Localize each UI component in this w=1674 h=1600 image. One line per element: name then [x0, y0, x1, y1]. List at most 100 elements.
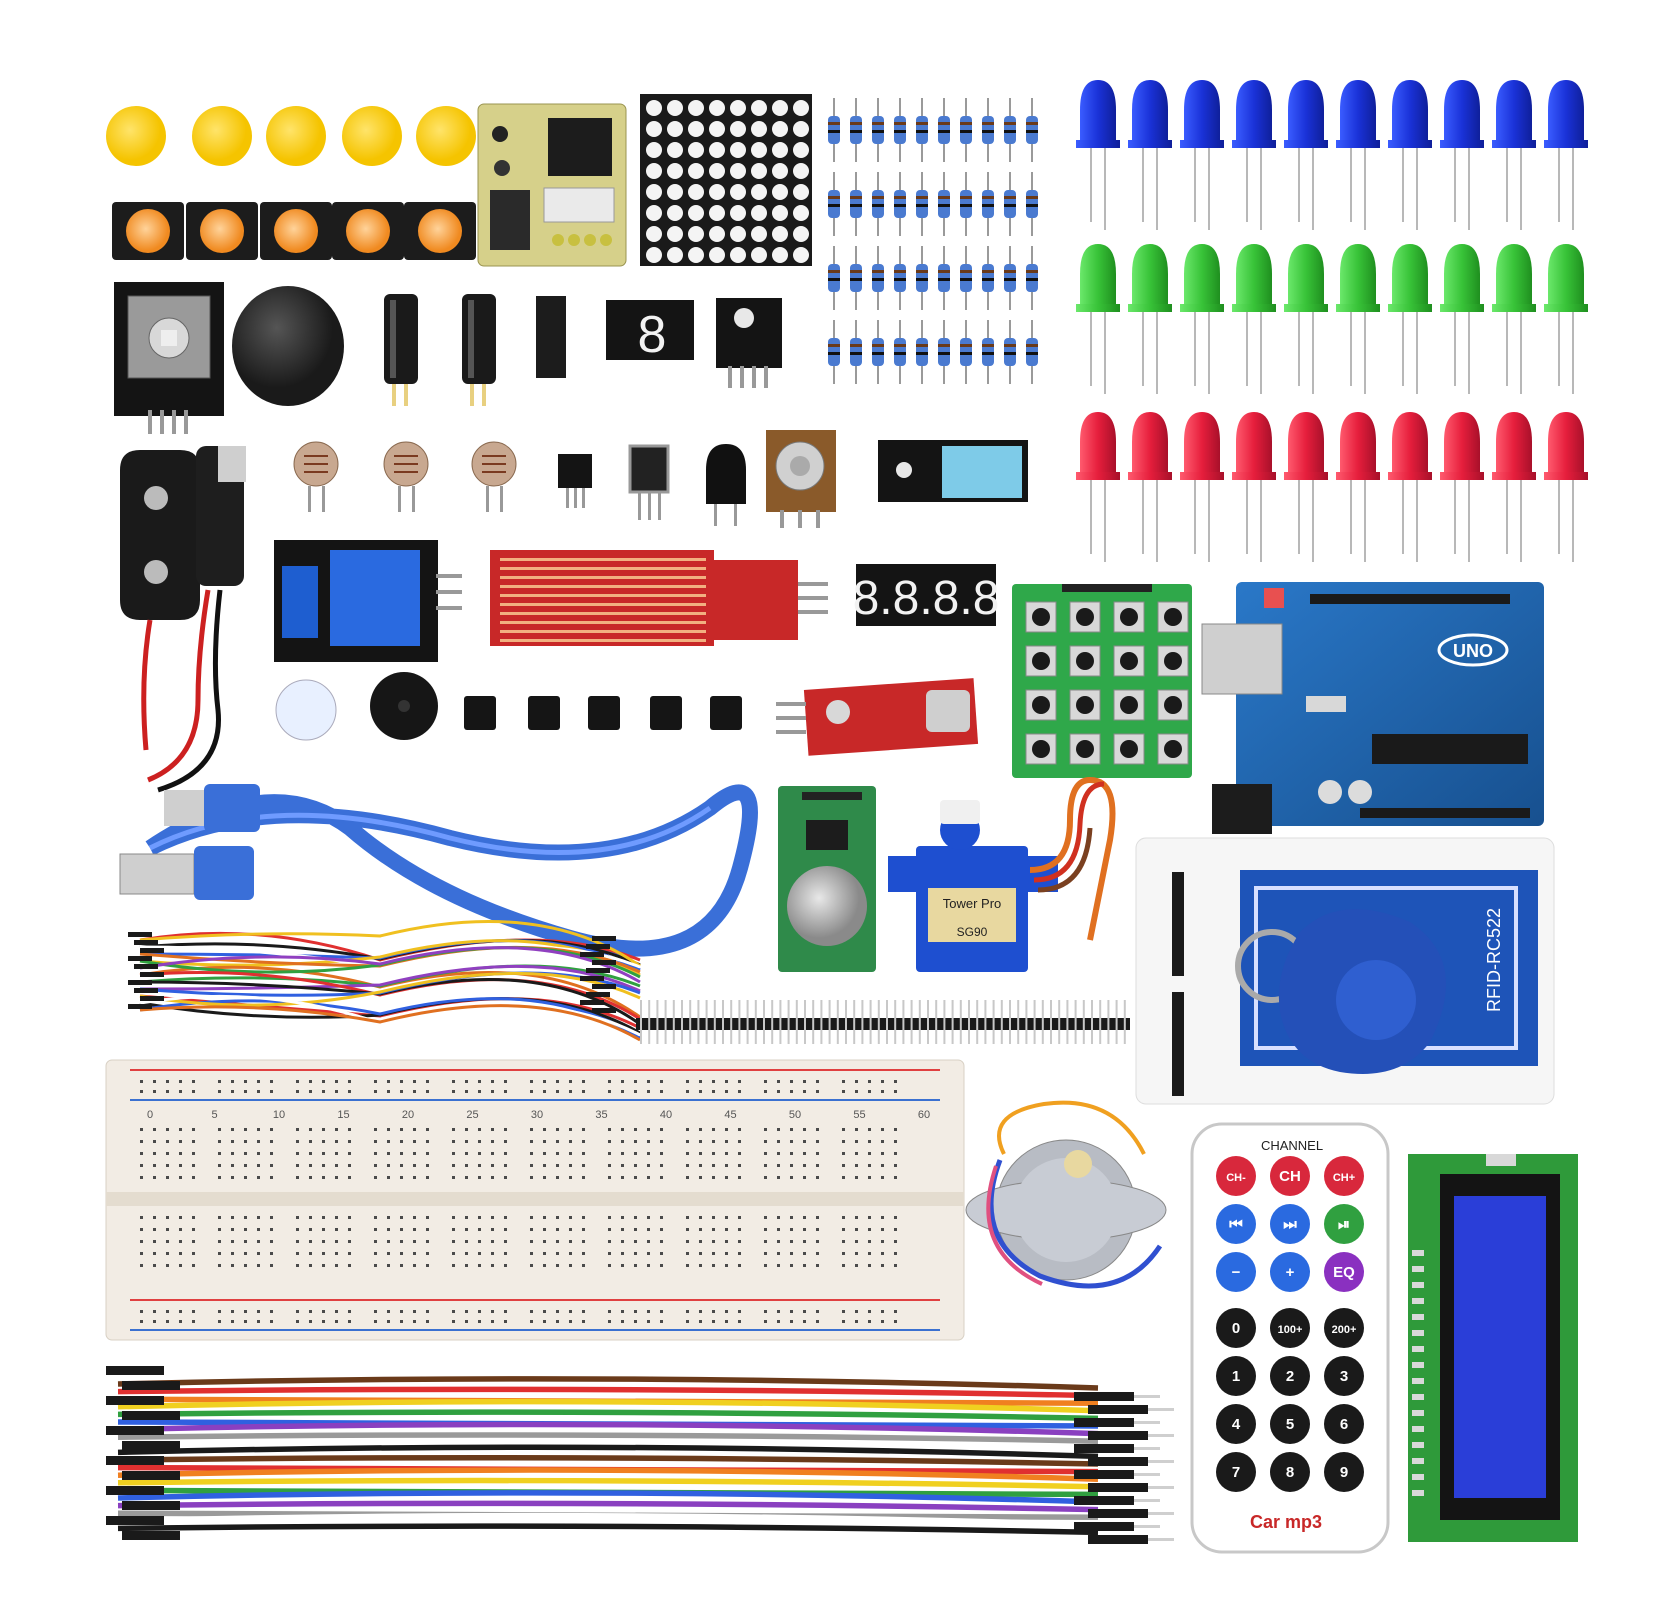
- bb-hole: [413, 1080, 416, 1083]
- header-pin: [1041, 1000, 1044, 1044]
- bb-hole: [426, 1240, 429, 1243]
- bb-hole: [400, 1240, 403, 1243]
- ribbon-wire: [117, 1398, 1099, 1414]
- bb-hole: [244, 1164, 247, 1167]
- bb-hole: [530, 1080, 533, 1083]
- bb-hole: [790, 1252, 793, 1255]
- svg-text:100+: 100+: [1278, 1324, 1303, 1336]
- bb-hole: [530, 1140, 533, 1143]
- bb-hole: [387, 1310, 390, 1313]
- remote-key: CH+: [1324, 1156, 1364, 1196]
- bb-hole: [296, 1264, 299, 1267]
- bb-hole: [465, 1310, 468, 1313]
- bb-hole: [179, 1264, 182, 1267]
- jumper-cap: [528, 696, 560, 730]
- button-cap: [266, 106, 326, 166]
- ribbon-connector: [122, 1441, 180, 1450]
- header-pin: [828, 1000, 831, 1044]
- bb-hole: [257, 1310, 260, 1313]
- led: [1180, 244, 1224, 394]
- ribbon-pin: [1148, 1434, 1174, 1437]
- bb-hole: [764, 1128, 767, 1131]
- header-pin: [1025, 1000, 1028, 1044]
- bb-hole: [556, 1320, 559, 1323]
- bb-hole: [322, 1140, 325, 1143]
- bb-hole: [179, 1310, 182, 1313]
- header-pin: [951, 1000, 954, 1044]
- bb-hole: [244, 1310, 247, 1313]
- bb-hole: [153, 1216, 156, 1219]
- bb-hole: [270, 1176, 273, 1179]
- bb-hole: [803, 1216, 806, 1219]
- lcd-pin: [1412, 1298, 1424, 1304]
- bb-hole: [855, 1176, 858, 1179]
- bb-hole: [868, 1216, 871, 1219]
- keypad-key: [1157, 733, 1189, 765]
- bb-hole: [348, 1080, 351, 1083]
- bb-hole: [387, 1240, 390, 1243]
- svg-text:−: −: [1232, 1264, 1241, 1281]
- bb-hole: [465, 1090, 468, 1093]
- bb-hole: [192, 1176, 195, 1179]
- bb-hole: [712, 1176, 715, 1179]
- bb-hole: [543, 1164, 546, 1167]
- bb-hole: [712, 1128, 715, 1131]
- bb-hole: [387, 1228, 390, 1231]
- bb-hole: [452, 1128, 455, 1131]
- bb-hole: [725, 1140, 728, 1143]
- bb-hole: [504, 1152, 507, 1155]
- bb-hole: [465, 1140, 468, 1143]
- bb-hole: [140, 1152, 143, 1155]
- bb-hole: [530, 1228, 533, 1231]
- bb-hole: [244, 1240, 247, 1243]
- bb-hole: [621, 1264, 624, 1267]
- bb-hole: [530, 1176, 533, 1179]
- bb-hole: [816, 1164, 819, 1167]
- led-dot-matrix: [640, 94, 812, 266]
- wire-connector: [128, 932, 152, 937]
- membrane-keypad: [1012, 584, 1192, 778]
- bb-hole: [309, 1228, 312, 1231]
- breadboard-number: 45: [724, 1109, 736, 1121]
- bb-hole: [608, 1140, 611, 1143]
- bb-hole: [699, 1128, 702, 1131]
- bb-hole: [387, 1152, 390, 1155]
- bb-hole: [348, 1228, 351, 1231]
- ribbon-wire: [117, 1523, 1099, 1536]
- remote-brand: Car mp3: [1250, 1512, 1322, 1532]
- resistor: [960, 246, 972, 310]
- joystick-module: [114, 282, 224, 434]
- bb-hole: [153, 1264, 156, 1267]
- led: [1284, 244, 1328, 394]
- ribbon-connector: [1088, 1535, 1148, 1544]
- bb-hole: [296, 1310, 299, 1313]
- bb-hole: [842, 1080, 845, 1083]
- bb-hole: [140, 1240, 143, 1243]
- bb-hole: [504, 1310, 507, 1313]
- bb-hole: [218, 1252, 221, 1255]
- header-pin: [1009, 1000, 1011, 1044]
- bb-hole: [478, 1152, 481, 1155]
- led: [1284, 80, 1328, 230]
- bb-hole: [569, 1090, 572, 1093]
- bb-hole: [452, 1140, 455, 1143]
- bb-hole: [335, 1090, 338, 1093]
- bb-hole: [543, 1216, 546, 1219]
- bb-hole: [621, 1240, 624, 1243]
- bb-hole: [452, 1310, 455, 1313]
- header-pin: [1082, 1000, 1085, 1044]
- piezo-buzzers: [275, 672, 438, 741]
- bb-hole: [244, 1264, 247, 1267]
- lcd-pin: [1412, 1490, 1424, 1496]
- bb-hole: [348, 1090, 351, 1093]
- wire-connector: [140, 948, 164, 953]
- bb-hole: [894, 1090, 897, 1093]
- bb-hole: [270, 1216, 273, 1219]
- bb-hole: [881, 1228, 884, 1231]
- seven-segment-digit: 8: [638, 306, 667, 364]
- bb-hole: [465, 1164, 468, 1167]
- bb-hole: [777, 1264, 780, 1267]
- bb-hole: [413, 1152, 416, 1155]
- battery-clip-cable: [120, 446, 246, 793]
- bb-hole: [478, 1080, 481, 1083]
